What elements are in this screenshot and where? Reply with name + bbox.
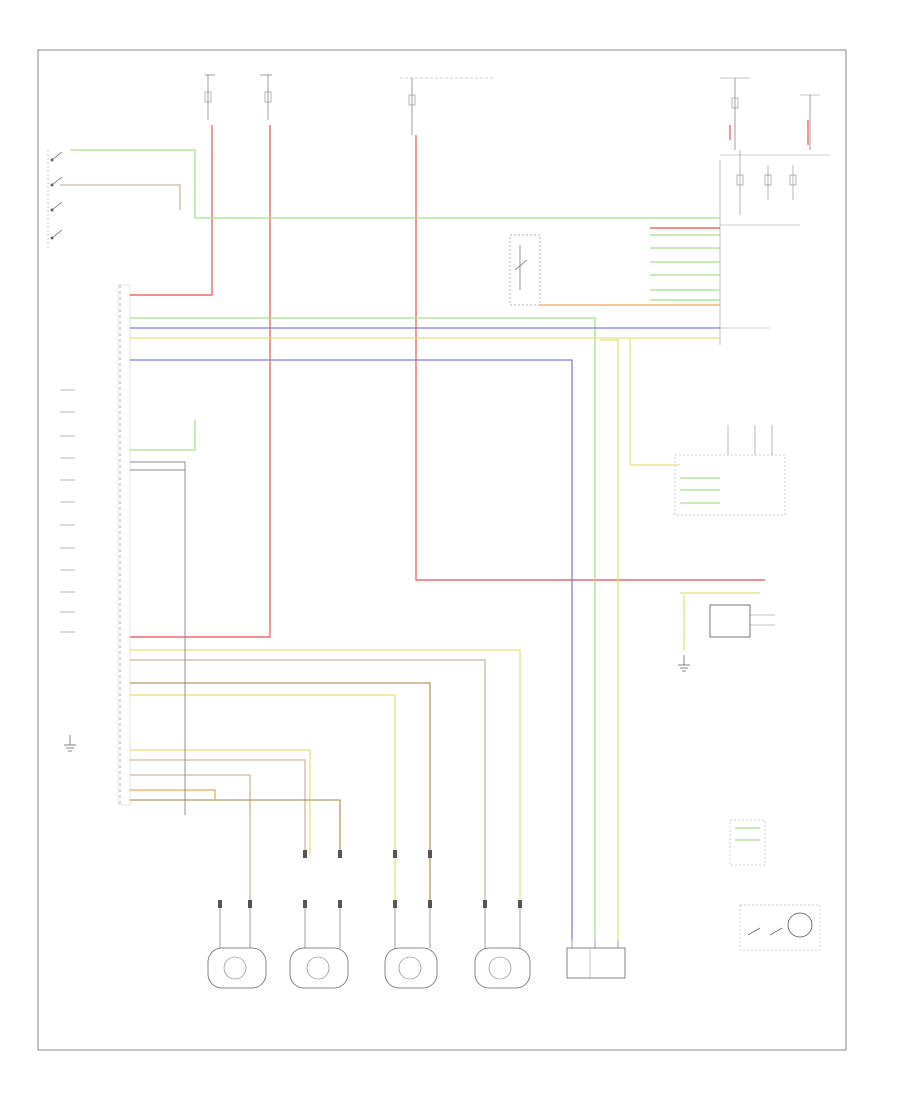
sensor-leads xyxy=(219,905,619,948)
wire-brown-2 xyxy=(130,799,341,855)
wire-yellow-4 xyxy=(130,694,396,905)
wire-yellow-5 xyxy=(130,749,311,855)
left-symbol-column xyxy=(60,389,75,633)
control-module-connector xyxy=(117,284,131,806)
wire-tan-2 xyxy=(130,759,306,855)
wheel-sensor-rf xyxy=(289,947,349,989)
power-source-4 xyxy=(720,77,820,150)
wire-red-1 xyxy=(130,125,213,296)
ground-right xyxy=(678,655,690,672)
wires-gray xyxy=(130,461,186,815)
wheel-sensor-lf xyxy=(207,947,267,989)
wires-red xyxy=(130,120,809,638)
wire-green-1 xyxy=(70,149,720,219)
wire-tan-4 xyxy=(60,184,181,210)
wire-green-3 xyxy=(130,420,196,451)
power-source-2 xyxy=(260,74,272,120)
wire-yellow-1 xyxy=(130,337,680,466)
sensor-switch xyxy=(509,234,541,306)
wheel-sensor-lr xyxy=(384,947,438,989)
wires-orange xyxy=(130,304,720,800)
wires-green xyxy=(70,149,760,940)
wire-yellow-3 xyxy=(130,649,521,905)
wires-brown xyxy=(130,682,431,905)
fuse-block-right xyxy=(736,150,797,215)
wire-red-3 xyxy=(415,135,765,581)
wires-yellow xyxy=(130,337,760,940)
wires-blue xyxy=(130,327,720,940)
wire-tan-1 xyxy=(130,659,486,905)
switch-group xyxy=(47,150,63,250)
wire-brown-1 xyxy=(130,682,431,905)
climate-module-connector xyxy=(729,819,766,866)
wire-green-2 xyxy=(130,317,596,940)
brake-module-connector xyxy=(674,425,786,516)
wire-yellow-8 xyxy=(600,339,619,940)
wires-tan xyxy=(60,184,486,905)
connector-markers xyxy=(218,850,522,908)
wheel-sensor-rr xyxy=(474,947,531,989)
power-source-3 xyxy=(400,77,495,135)
wire-gray-1 xyxy=(130,461,186,815)
ground-left xyxy=(64,735,76,752)
wire-red-2 xyxy=(130,125,271,638)
steering-sensor xyxy=(709,604,775,638)
wire-orange-1 xyxy=(130,789,216,800)
diagram-border xyxy=(37,49,847,1051)
esp-control-switch xyxy=(739,904,821,951)
wire-blue-2 xyxy=(130,359,573,940)
central-module-connector xyxy=(719,154,830,345)
power-source-1 xyxy=(204,74,215,120)
yaw-rate-sensor xyxy=(566,947,626,979)
wire-tan-3 xyxy=(130,774,251,905)
